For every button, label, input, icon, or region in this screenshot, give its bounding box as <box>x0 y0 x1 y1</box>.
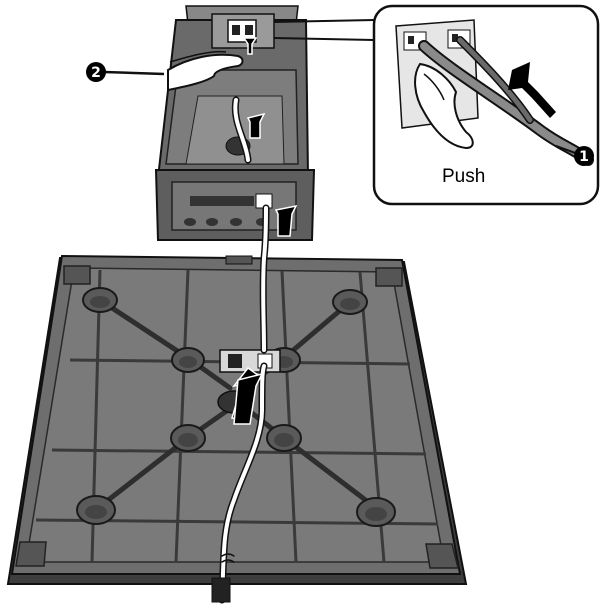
push-detail-inset: Push <box>274 6 598 204</box>
callout-one-number: 1 <box>579 149 589 165</box>
callout-two-number: 2 <box>91 65 101 81</box>
callout-two: 2 <box>86 62 164 82</box>
push-label: Push <box>442 166 485 187</box>
